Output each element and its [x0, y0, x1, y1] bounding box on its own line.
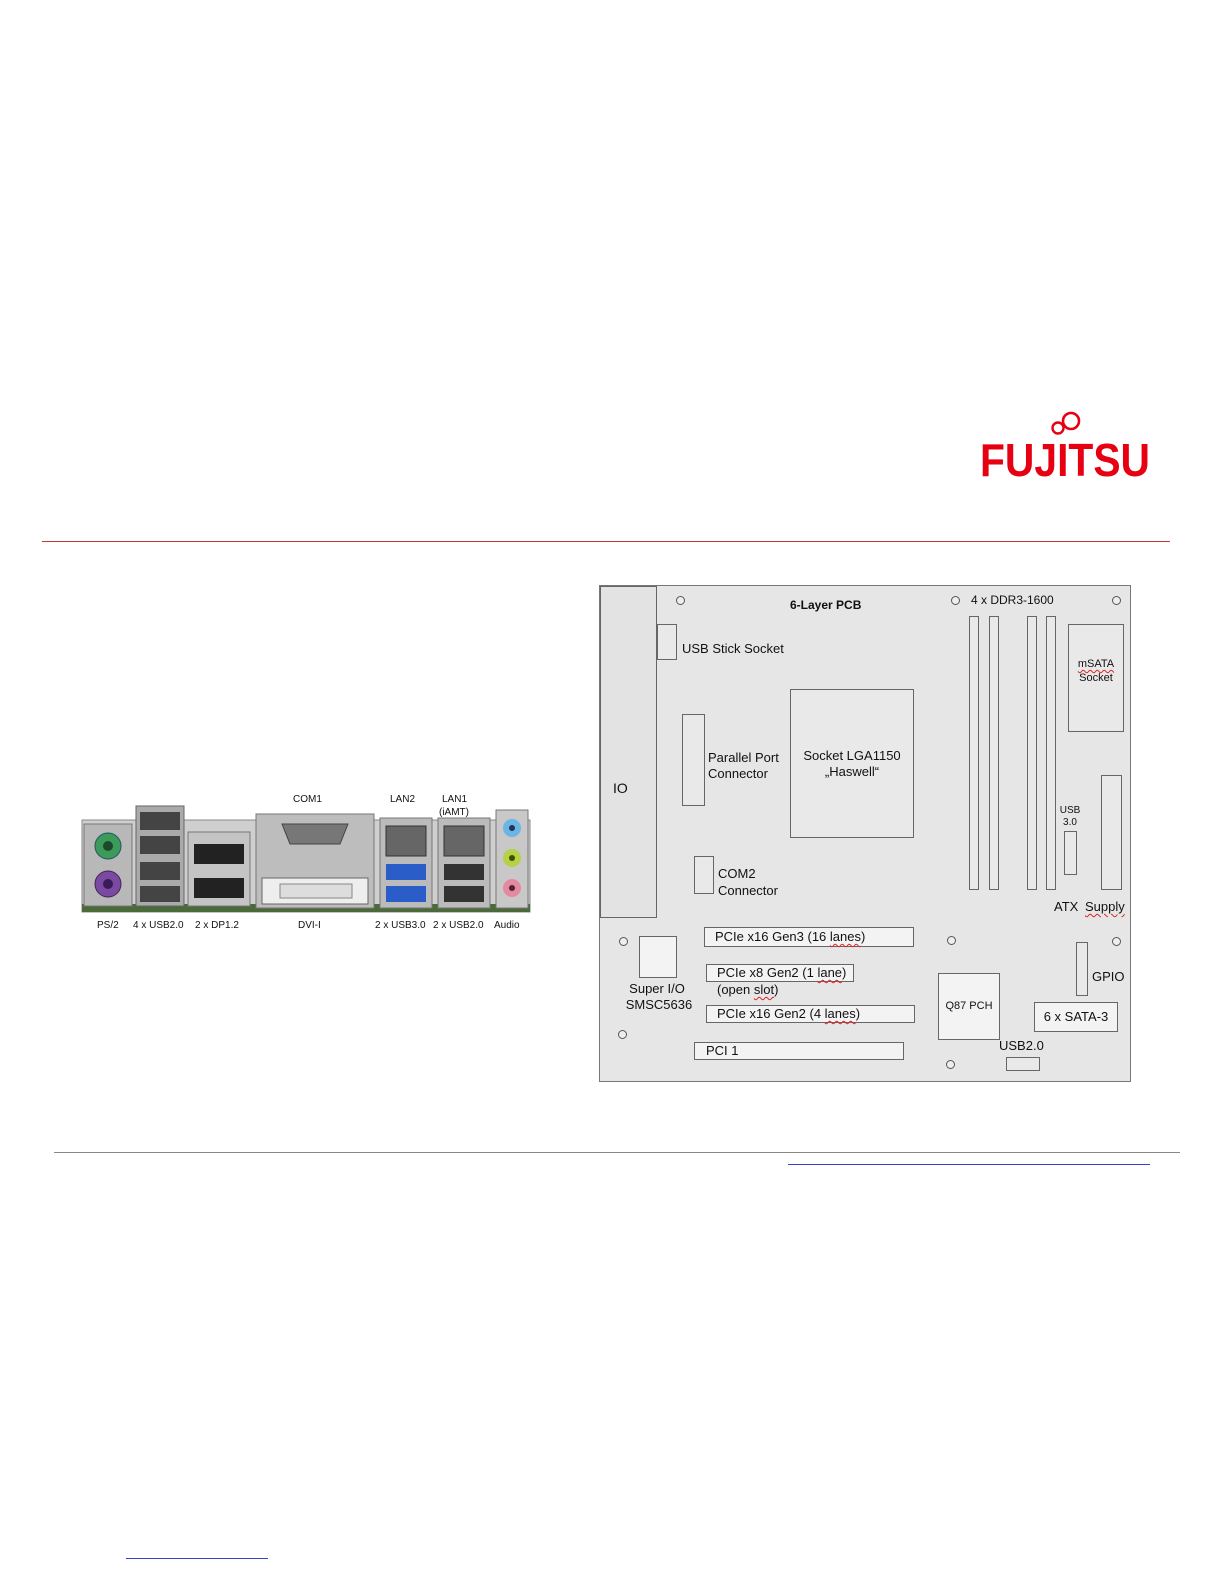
com2-label-1: COM2	[718, 866, 756, 881]
mounting-hole	[1112, 937, 1121, 946]
pci-slot	[694, 1042, 904, 1060]
usb30-header	[1064, 831, 1077, 875]
sata-label: 6 x SATA-3	[1043, 1009, 1109, 1024]
ddr-label: 4 x DDR3-1600	[971, 593, 1054, 607]
io-label-iamt: (iAMT)	[439, 807, 469, 818]
dimm-slot	[989, 616, 999, 890]
io-label-lan1: LAN1	[442, 794, 468, 805]
supply-label: Supply	[1085, 899, 1125, 914]
usb-stick-socket	[657, 624, 677, 660]
fujitsu-logo: FUJITSU	[980, 411, 1150, 486]
super-io-label-1: Super I/O	[629, 981, 685, 996]
io-label-com1: COM1	[293, 794, 322, 805]
dimm-slot	[1046, 616, 1056, 890]
usb-stick-label: USB Stick Socket	[682, 641, 784, 656]
io-label-lan2: LAN2	[390, 794, 416, 805]
mounting-hole	[1112, 596, 1121, 605]
pcie-x16-gen3-label: PCIe x16 Gen3 (16 lanes)	[715, 929, 866, 944]
pcie-x8-gen2-label: PCIe x8 Gen2 (1 lane)	[717, 965, 847, 980]
super-io-chip	[639, 936, 677, 978]
gpio-label: GPIO	[1092, 969, 1125, 984]
atx-label: ATX	[1054, 899, 1079, 914]
cpu-socket-label-1: Socket LGA1150	[803, 748, 901, 763]
mounting-hole	[947, 936, 956, 945]
mounting-hole	[619, 937, 628, 946]
io-label-audio: Audio	[494, 920, 520, 931]
parallel-label-1: Parallel Port	[708, 750, 779, 765]
pcie-x16-gen2-label: PCIe x16 Gen2 (4 lanes)	[717, 1006, 861, 1021]
io-label-usb20: 4 x USB2.0	[133, 920, 184, 931]
board-layout-diagram: IO 6-Layer PCB 4 x DDR3-1600 USB Stick S…	[599, 585, 1131, 1082]
logo-text: FUJITSU	[980, 434, 1150, 486]
io-label-dp: 2 x DP1.2	[195, 920, 239, 931]
footer-divider	[54, 1152, 1180, 1153]
footer-link-underline-bottom[interactable]	[126, 1558, 268, 1559]
cpu-socket-label-2: „Haswell“	[824, 764, 880, 779]
io-label-ps2: PS/2	[97, 920, 119, 931]
io-block	[600, 586, 657, 918]
mounting-hole	[618, 1030, 627, 1039]
q87-pch-chip	[938, 973, 1000, 1040]
footer-link-underline[interactable]	[788, 1164, 1150, 1165]
sata-connectors	[1034, 1002, 1118, 1032]
dimm-slot	[969, 616, 979, 890]
mounting-hole	[946, 1060, 955, 1069]
mounting-hole	[676, 596, 685, 605]
atx-supply-connector	[1101, 775, 1122, 890]
io-label-dvi: DVI-I	[298, 920, 321, 931]
header-divider	[42, 541, 1170, 542]
pci-label: PCI 1	[706, 1043, 739, 1058]
io-panel-photo	[80, 790, 532, 918]
com2-label-2: Connector	[718, 883, 778, 898]
parallel-label-2: Connector	[708, 766, 768, 781]
io-label-usb20-b: 2 x USB2.0	[433, 920, 484, 931]
super-io-label-2: SMSC5636	[625, 997, 693, 1012]
usb30-label-1: USB	[1059, 805, 1081, 816]
msata-socket	[1068, 624, 1124, 732]
dimm-slot	[1027, 616, 1037, 890]
io-block-label: IO	[613, 780, 628, 796]
pcie-x8-open-slot-label: (open slot)	[717, 982, 779, 997]
msata-label-2: Socket	[1079, 672, 1113, 684]
gpio-header	[1076, 942, 1088, 996]
pcb-label: 6-Layer PCB	[790, 598, 862, 612]
pcie-x16-gen3-slot	[704, 927, 914, 947]
parallel-port-connector	[682, 714, 705, 806]
usb30-label-2: 3.0	[1063, 817, 1077, 828]
q87-pch-label: Q87 PCH	[945, 1000, 993, 1012]
io-label-usb30: 2 x USB3.0	[375, 920, 426, 931]
cpu-socket	[790, 689, 914, 838]
pcie-x8-gen2-slot	[706, 964, 854, 982]
usb20-header	[1006, 1057, 1040, 1071]
mounting-hole	[951, 596, 960, 605]
com2-connector	[694, 856, 714, 894]
io-panel-illustration	[81, 805, 531, 913]
usb20-header-label: USB2.0	[999, 1038, 1044, 1053]
msata-label-1: mSATA	[1077, 658, 1115, 670]
pcie-x16-gen2-slot	[706, 1005, 915, 1023]
